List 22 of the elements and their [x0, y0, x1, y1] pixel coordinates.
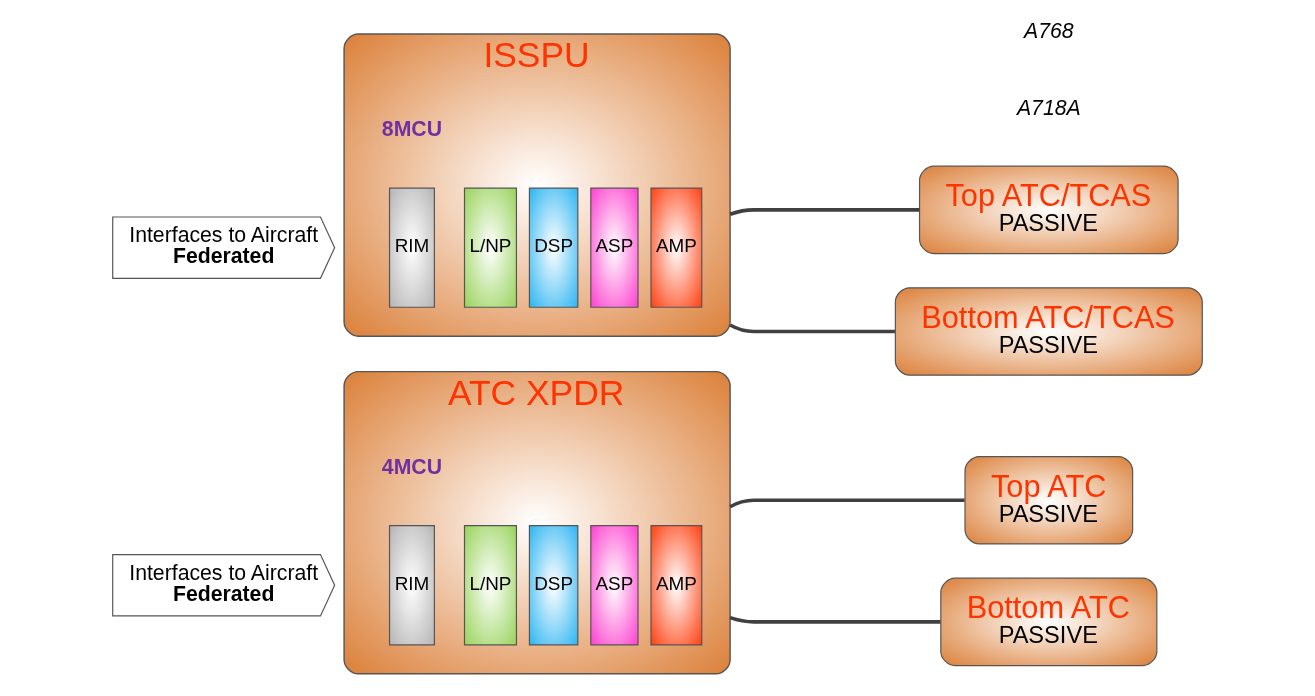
node-box: ASP [590, 187, 639, 308]
node-label: 4MCU [381, 454, 443, 479]
node-box: Bottom ATC/TCAS PASSIVE [894, 287, 1203, 376]
connector [729, 208, 920, 216]
node-box: DSP [528, 525, 579, 646]
node-box: AMP [650, 525, 703, 646]
node-box: L/NP [463, 187, 518, 308]
node-box: Bottom ATC PASSIVE [940, 577, 1158, 667]
connector [729, 498, 965, 509]
node-box: RIM [388, 525, 435, 646]
node-label: 8MCU [381, 116, 443, 141]
node-box: DSP [528, 187, 579, 308]
node-box: ASP [590, 525, 639, 646]
node-box: RIM [388, 187, 435, 308]
node-box: AMP [650, 187, 703, 308]
label: A718A [1016, 95, 1081, 120]
node-box: Top ATC PASSIVE [964, 456, 1134, 545]
node-box: Top ATC/TCAS PASSIVE [918, 165, 1179, 255]
connector [729, 615, 941, 624]
connector [729, 323, 895, 334]
node-box: L/NP [463, 525, 518, 646]
label: A768 [1024, 19, 1074, 44]
